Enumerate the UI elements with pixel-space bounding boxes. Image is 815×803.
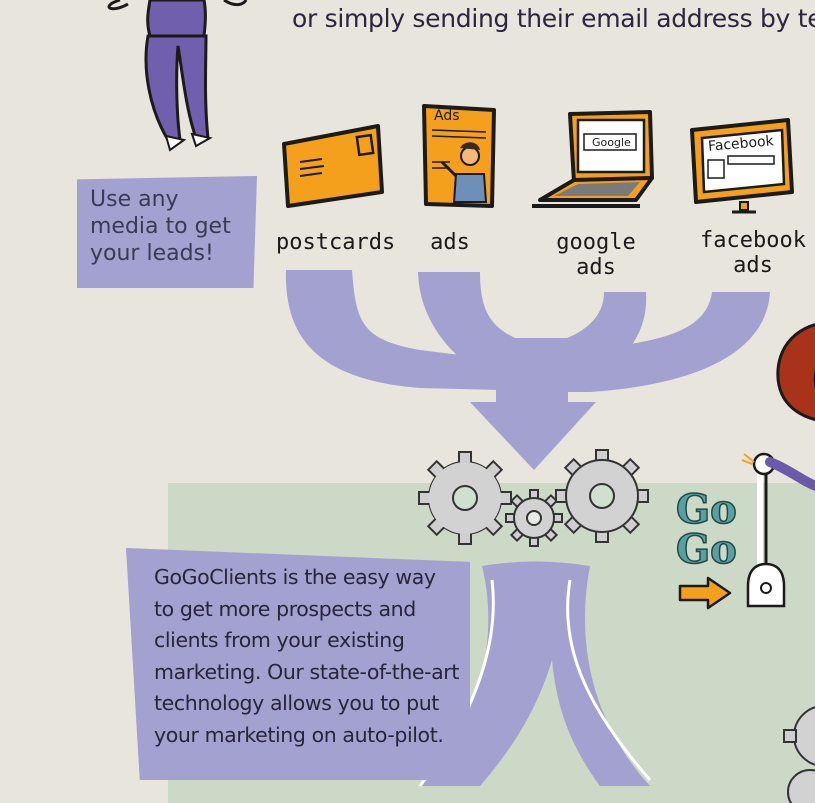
gear-icon (555, 449, 649, 543)
callout-line: GoGoClients is the easy way (154, 565, 436, 589)
callout-box (126, 548, 470, 780)
character-head-partial (776, 323, 815, 421)
side-note-line: your leads! (90, 241, 214, 266)
side-note-box (77, 176, 257, 288)
side-note-line: media to get (90, 214, 231, 239)
callout-line: to get more prospects and (154, 596, 416, 621)
callout-line: marketing. Our state-of-the-art (154, 659, 459, 684)
gear-icon (505, 489, 563, 547)
header-text: or simply sending their email address by… (292, 4, 815, 33)
media-label-postcards: postcards (276, 230, 396, 255)
funnel-streams-graphic (285, 270, 770, 787)
lever-switch-icon (741, 452, 815, 608)
newspaper-ad-icon (422, 104, 496, 208)
postcard-icon (282, 124, 384, 208)
callout-text: GoGoClients is the easy way to get more … (154, 562, 460, 751)
media-label-facebook-ads: facebook ads (700, 228, 806, 278)
media-label-ads: ads (430, 230, 470, 255)
callout-line: technology allows you to put (154, 691, 439, 715)
arrow-right-icon (678, 576, 732, 610)
gogo-logo: Go Go (675, 486, 737, 573)
gear-icon (783, 706, 815, 803)
monitor-icon (690, 118, 794, 214)
side-note-text: Use any media to get your leads! (90, 186, 231, 267)
side-note-line: Use any (90, 187, 179, 212)
google-screen-text: Google (592, 136, 631, 149)
callout-line: clients from your existing (154, 628, 405, 652)
callout-line: your marketing on auto-pilot. (154, 722, 444, 747)
gear-icon (418, 451, 512, 545)
laptop-icon (532, 110, 654, 208)
ad-card-title: Ads (434, 108, 460, 124)
media-label-google-ads: google ads (556, 230, 636, 280)
